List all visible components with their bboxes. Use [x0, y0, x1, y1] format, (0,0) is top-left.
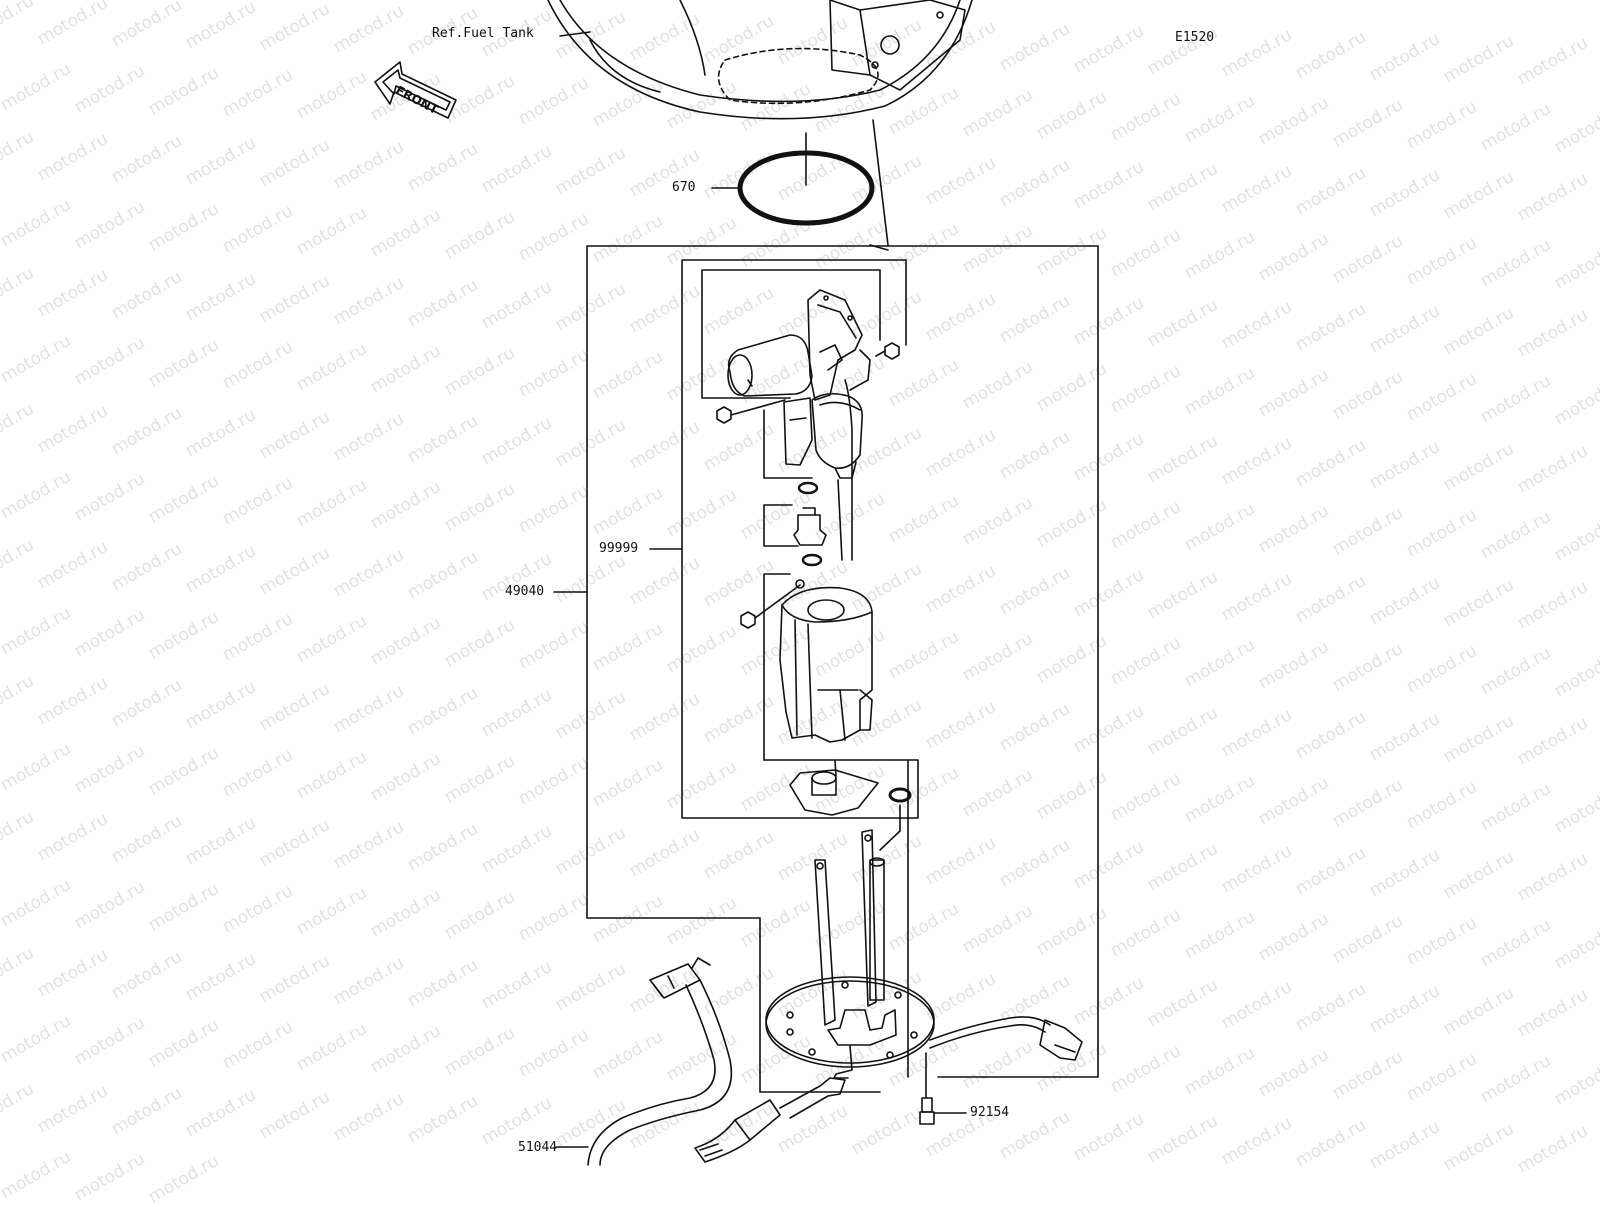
bolt-92154 — [919, 1052, 967, 1125]
regulator-sub-bracket — [763, 409, 813, 479]
assembly-49040-bracket-right — [937, 245, 1099, 1078]
leader-base-diag — [879, 830, 901, 851]
pump-stay-brackets — [814, 829, 885, 1026]
part-99999-label: 99999 — [599, 541, 639, 556]
pump-flange-plate — [765, 976, 935, 1079]
part-49040-label: 49040 — [505, 584, 545, 599]
bolt-top-left — [716, 399, 786, 424]
diagram-code: E1520 — [1175, 30, 1215, 45]
pump-sub-bracket — [701, 269, 881, 399]
o-ring-small-lower — [801, 553, 823, 567]
fuel-pump-motor — [727, 289, 871, 401]
part-670-label: 670 — [672, 180, 696, 195]
pump-upper-body — [783, 379, 864, 561]
o-ring-base — [888, 787, 912, 803]
clip-middle — [795, 579, 805, 589]
pump-filter-housing — [779, 586, 873, 743]
fuel-hose-51044 — [555, 957, 846, 1166]
o-ring-small-upper — [797, 481, 819, 495]
pressure-regulator — [793, 507, 827, 546]
pump-lower-cover — [789, 759, 879, 816]
bolt-top-right — [875, 342, 900, 360]
part-92154-label: 92154 — [970, 1105, 1010, 1120]
assembly-49040-bracket — [586, 245, 1099, 1093]
part-51044-label: 51044 — [518, 1140, 558, 1155]
strainer-sub-bracket — [763, 573, 791, 761]
filter-sub-bracket — [763, 504, 799, 547]
axis-line — [872, 119, 889, 246]
front-arrow-icon — [374, 61, 457, 119]
o-ring-670 — [711, 132, 875, 226]
wiring-harness — [929, 1016, 1083, 1061]
kit-99999-bracket — [681, 259, 919, 819]
bolt-middle — [740, 584, 801, 629]
fuel-tank-outline — [547, 0, 973, 120]
ref-fuel-tank-label: Ref.Fuel Tank — [432, 26, 534, 41]
